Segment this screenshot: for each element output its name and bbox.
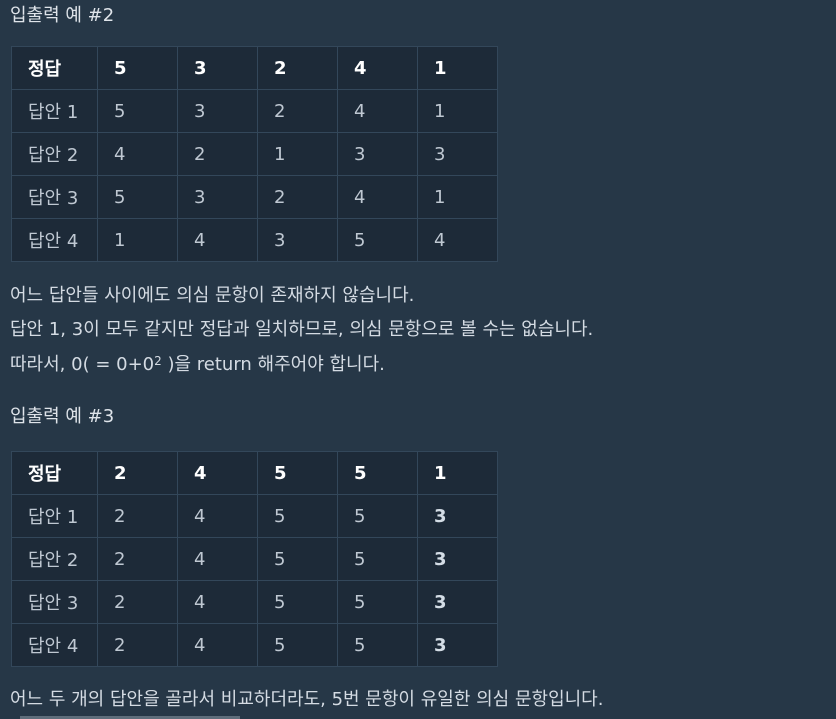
- row-label: 답안 2: [11, 537, 98, 581]
- table-cell: 2: [177, 132, 258, 176]
- row-label: 답안 4: [11, 623, 98, 667]
- table-cell: 2: [97, 580, 178, 624]
- table-cell: 5: [97, 175, 178, 219]
- header-cell: 5: [97, 46, 178, 90]
- table-cell: 5: [337, 580, 418, 624]
- table-cell: 1: [417, 175, 498, 219]
- table-row: 답안 1 5 3 2 4 1: [11, 89, 498, 133]
- table-cell: 5: [337, 494, 418, 538]
- header-cell: 정답: [11, 451, 98, 495]
- table-cell: 4: [417, 218, 498, 262]
- table-cell: 4: [177, 218, 258, 262]
- header-cell: 5: [337, 451, 418, 495]
- table-cell: 4: [97, 132, 178, 176]
- table-cell: 2: [257, 89, 338, 133]
- table-cell-highlight: 3: [417, 580, 498, 624]
- example2-heading: 입출력 예 #2: [10, 5, 115, 26]
- table-row: 답안 2 2 4 5 5 3: [11, 537, 498, 581]
- table-cell: 3: [337, 132, 418, 176]
- result-prefix: 따라서, 0( = 0+0: [10, 354, 155, 375]
- table-cell: 1: [257, 132, 338, 176]
- row-label: 답안 3: [11, 175, 98, 219]
- row-label: 답안 1: [11, 494, 98, 538]
- table-cell: 4: [177, 623, 258, 667]
- example2-paragraph-1: 어느 답안들 사이에도 의심 문항이 존재하지 않습니다.: [10, 285, 415, 306]
- table-row: 답안 1 2 4 5 5 3: [11, 494, 498, 538]
- table-cell: 1: [97, 218, 178, 262]
- table-cell: 4: [177, 580, 258, 624]
- table-cell: 4: [177, 537, 258, 581]
- example3-table: 정답 2 4 5 5 1 답안 1 2 4 5 5 3 답안 2 2 4 5 5…: [11, 451, 498, 667]
- row-label: 답안 2: [11, 132, 98, 176]
- table-row: 답안 4 1 4 3 5 4: [11, 218, 498, 262]
- table-cell: 2: [97, 537, 178, 581]
- table-cell: 5: [257, 537, 338, 581]
- table-cell: 2: [97, 623, 178, 667]
- header-cell: 4: [337, 46, 418, 90]
- header-cell: 2: [257, 46, 338, 90]
- header-cell: 3: [177, 46, 258, 90]
- table-cell: 5: [337, 623, 418, 667]
- header-cell: 2: [97, 451, 178, 495]
- table-cell: 3: [177, 175, 258, 219]
- table-cell: 5: [257, 494, 338, 538]
- header-cell: 4: [177, 451, 258, 495]
- table-cell: 5: [97, 89, 178, 133]
- example2-table: 정답 5 3 2 4 1 답안 1 5 3 2 4 1 답안 2 4 2 1 3…: [11, 46, 498, 262]
- header-cell: 1: [417, 451, 498, 495]
- table-cell: 3: [417, 132, 498, 176]
- table-cell-highlight: 3: [417, 537, 498, 581]
- table-header-row: 정답 2 4 5 5 1: [11, 451, 498, 495]
- table-row: 답안 4 2 4 5 5 3: [11, 623, 498, 667]
- table-header-row: 정답 5 3 2 4 1: [11, 46, 498, 90]
- table-cell: 4: [177, 494, 258, 538]
- table-cell: 5: [257, 580, 338, 624]
- table-cell: 4: [337, 89, 418, 133]
- result-suffix: )을 return 해주어야 합니다.: [161, 354, 385, 375]
- example2-result: 따라서, 0( = 0+02 )을 return 해주어야 합니다.: [10, 353, 385, 377]
- horizontal-scrollbar[interactable]: [20, 716, 240, 719]
- example2-paragraph-2: 답안 1, 3이 모두 같지만 정답과 일치하므로, 의심 문항으로 볼 수는 …: [10, 319, 594, 340]
- table-cell: 3: [177, 89, 258, 133]
- table-cell: 3: [257, 218, 338, 262]
- example3-paragraph: 어느 두 개의 답안을 골라서 비교하더라도, 5번 문항이 유일한 의심 문항…: [10, 689, 604, 710]
- row-label: 답안 4: [11, 218, 98, 262]
- row-label: 답안 3: [11, 580, 98, 624]
- table-cell: 1: [417, 89, 498, 133]
- header-cell: 정답: [11, 46, 98, 90]
- example3-heading: 입출력 예 #3: [10, 406, 115, 427]
- header-cell: 1: [417, 46, 498, 90]
- table-cell: 4: [337, 175, 418, 219]
- table-cell: 5: [337, 537, 418, 581]
- table-cell: 5: [257, 623, 338, 667]
- table-cell-highlight: 3: [417, 494, 498, 538]
- table-row: 답안 3 5 3 2 4 1: [11, 175, 498, 219]
- table-row: 답안 2 4 2 1 3 3: [11, 132, 498, 176]
- header-cell: 5: [257, 451, 338, 495]
- result-superscript: 2: [154, 354, 162, 368]
- table-cell-highlight: 3: [417, 623, 498, 667]
- row-label: 답안 1: [11, 89, 98, 133]
- table-row: 답안 3 2 4 5 5 3: [11, 580, 498, 624]
- table-cell: 2: [97, 494, 178, 538]
- table-cell: 2: [257, 175, 338, 219]
- table-cell: 5: [337, 218, 418, 262]
